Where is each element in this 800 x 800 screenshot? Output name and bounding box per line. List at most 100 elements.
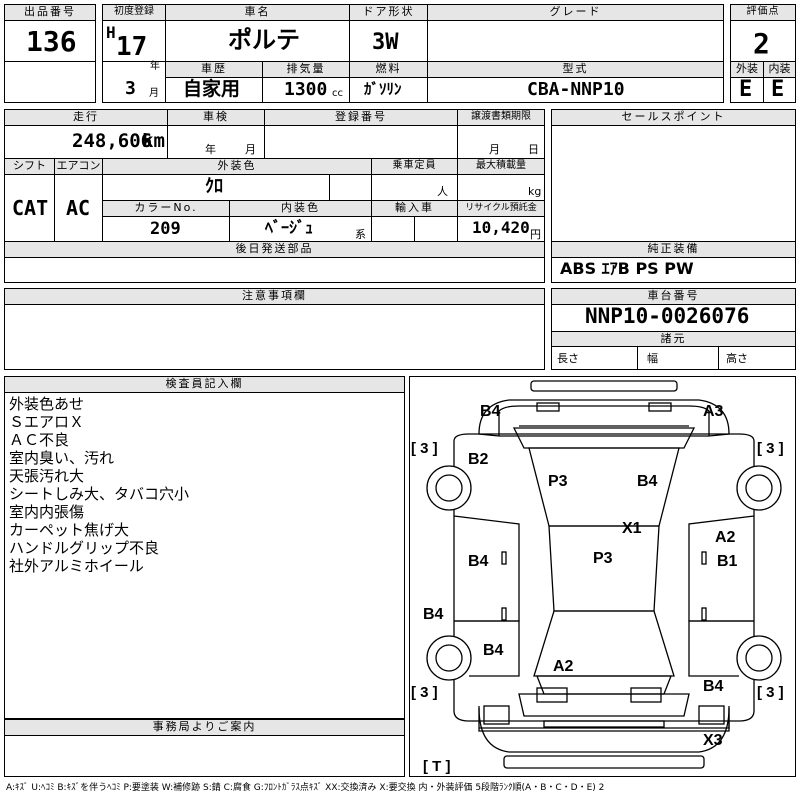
shift: CAT <box>12 196 49 220</box>
exterior-label: 外装 <box>730 61 764 78</box>
note-line: カーペット焦げ大 <box>9 521 130 539</box>
reg-year: 17 <box>116 32 148 62</box>
mark-left-front-fender: B2 <box>468 451 489 468</box>
note-line: ＡＣ不良 <box>9 431 70 449</box>
mileage-unit: km <box>142 130 165 152</box>
aircon: AC <box>66 196 91 220</box>
note-line: 室内内張傷 <box>9 503 85 521</box>
reg-number-label: 登録番号 <box>264 109 458 126</box>
recycle-fee: 10,420 <box>472 218 530 237</box>
score: 2 <box>753 27 770 60</box>
exterior-grade: E <box>739 77 753 102</box>
office-notice-label: 事務局よりご案内 <box>4 719 405 736</box>
int-color-label: 内装色 <box>229 200 372 217</box>
spare-tire: [ T ] <box>423 758 451 775</box>
transfer-day-unit: 日 <box>528 143 539 156</box>
mark-rear-bumper: X3 <box>703 732 723 749</box>
inspector-notes-label: 検査員記入欄 <box>4 376 405 393</box>
mark-right-door-upper: A2 <box>715 529 736 546</box>
era: H <box>106 23 116 42</box>
ext-color: ｸﾛ <box>205 176 223 197</box>
grade-label: グレード <box>427 4 724 21</box>
office-notice-box <box>4 735 405 777</box>
later-parts-label: 後日発送部品 <box>4 241 545 258</box>
note-line: ハンドルグリップ不良 <box>9 539 160 557</box>
note-line: 外装色あせ <box>9 395 85 413</box>
tire-rear-right: [ 3 ] <box>757 684 784 701</box>
inspection-year-unit: 年 <box>205 143 216 156</box>
note-line: 天張汚れ大 <box>9 467 85 485</box>
chassis-label: 車台番号 <box>551 288 796 305</box>
note-line: 社外アルミホイール <box>9 557 144 575</box>
fuel: ｶﾞｿﾘﾝ <box>364 80 402 98</box>
max-load-label: 最大積載量 <box>457 158 545 175</box>
mark-left-quarter: B4 <box>483 642 504 659</box>
displacement-label: 排気量 <box>262 61 350 78</box>
car-damage-diagram: B4 A3 B2 P3 B4 X1 A2 B4 B1 P3 B4 B4 A2 B… <box>411 380 784 775</box>
inspection-month-unit: 月 <box>245 143 256 156</box>
sales-point-box <box>551 125 796 242</box>
recycle-unit: 円 <box>530 228 541 241</box>
displacement: 1300 <box>284 79 328 100</box>
note-line: シートしみ大、タバコ穴小 <box>9 485 190 503</box>
mark-right-quarter: B4 <box>703 678 724 695</box>
note-line: 室内臭い、汚れ <box>9 449 115 467</box>
capacity-unit: 人 <box>437 185 448 198</box>
first-reg-label: 初度登録 <box>102 4 166 21</box>
caution-box <box>4 304 545 370</box>
legend: A:ｷｽﾞ U:ﾍｺﾐ B:ｷｽﾞを伴うﾍｺﾐ P:要塗装 W:補修跡 S:錆 … <box>6 783 605 793</box>
mark-right-door: B1 <box>717 553 738 570</box>
mileage-label: 走行 <box>4 109 168 126</box>
genuine-equipment-label: 純正装備 <box>551 241 796 258</box>
shift-label: シフト <box>4 158 55 175</box>
transfer-deadline-label: 譲渡書類期限 <box>457 109 545 126</box>
mark-front-right: A3 <box>703 403 724 420</box>
genuine-equipment: ABS ｴｱB PS PW <box>560 259 694 278</box>
import-label: 輸入車 <box>371 200 458 217</box>
year-unit: 年 <box>150 61 160 72</box>
score-label: 評価点 <box>730 4 796 21</box>
color-no: 209 <box>150 219 181 239</box>
lot-number: 136 <box>26 25 77 58</box>
door-type: 3W <box>372 30 399 55</box>
specs-label: 諸元 <box>551 331 796 347</box>
height-label: 高さ <box>726 352 748 365</box>
interior-grade: E <box>771 77 785 102</box>
chassis-number: NNP10-0026076 <box>585 304 750 328</box>
length-label: 長さ <box>557 352 579 365</box>
later-parts-box <box>4 257 545 283</box>
lot-number-label: 出品番号 <box>4 4 96 21</box>
wheels <box>426 465 782 681</box>
mark-roof-rear: P3 <box>593 550 613 567</box>
sales-point-label: セールスポイント <box>551 109 796 126</box>
aircon-label: エアコン <box>54 158 103 175</box>
interior-label: 内装 <box>763 61 796 78</box>
car-name-label: 車名 <box>165 4 350 21</box>
door-label: ドア形状 <box>349 4 428 21</box>
month-unit: 月 <box>149 88 159 99</box>
mark-rear-center: A2 <box>553 658 574 675</box>
tire-rear-left: [ 3 ] <box>411 684 438 701</box>
car-name: ポルテ <box>228 26 300 54</box>
inspector-notes: 外装色あせ ＳエアロＸ ＡＣ不良 室内臭い、汚れ 天張汚れ大 シートしみ大、タバ… <box>9 395 189 575</box>
inspection-label: 車検 <box>167 109 265 126</box>
mileage: 248,606 <box>72 130 153 152</box>
model-label: 型式 <box>427 61 724 78</box>
width-label: 幅 <box>647 352 658 365</box>
tire-front-left: [ 3 ] <box>411 440 438 457</box>
car-diagram-frame <box>409 376 796 777</box>
color-no-label: カラーNo. <box>102 200 230 217</box>
model-code: CBA-NNP10 <box>527 79 625 100</box>
int-color-unit: 系 <box>355 228 366 241</box>
max-load-unit: kg <box>528 185 542 198</box>
displacement-unit: cc <box>332 88 343 99</box>
note-line: ＳエアロＸ <box>9 413 85 431</box>
history-label: 車歴 <box>165 61 263 78</box>
int-color: ﾍﾞｰｼﾞｭ <box>265 218 314 237</box>
fuel-label: 燃料 <box>349 61 428 78</box>
caution-label: 注意事項欄 <box>4 288 545 305</box>
mark-roof-front-left: P3 <box>548 473 568 490</box>
recycle-label: リサイクル預託金 <box>457 200 545 217</box>
car-outline <box>453 380 755 769</box>
ext-color-label: 外装色 <box>102 158 372 175</box>
